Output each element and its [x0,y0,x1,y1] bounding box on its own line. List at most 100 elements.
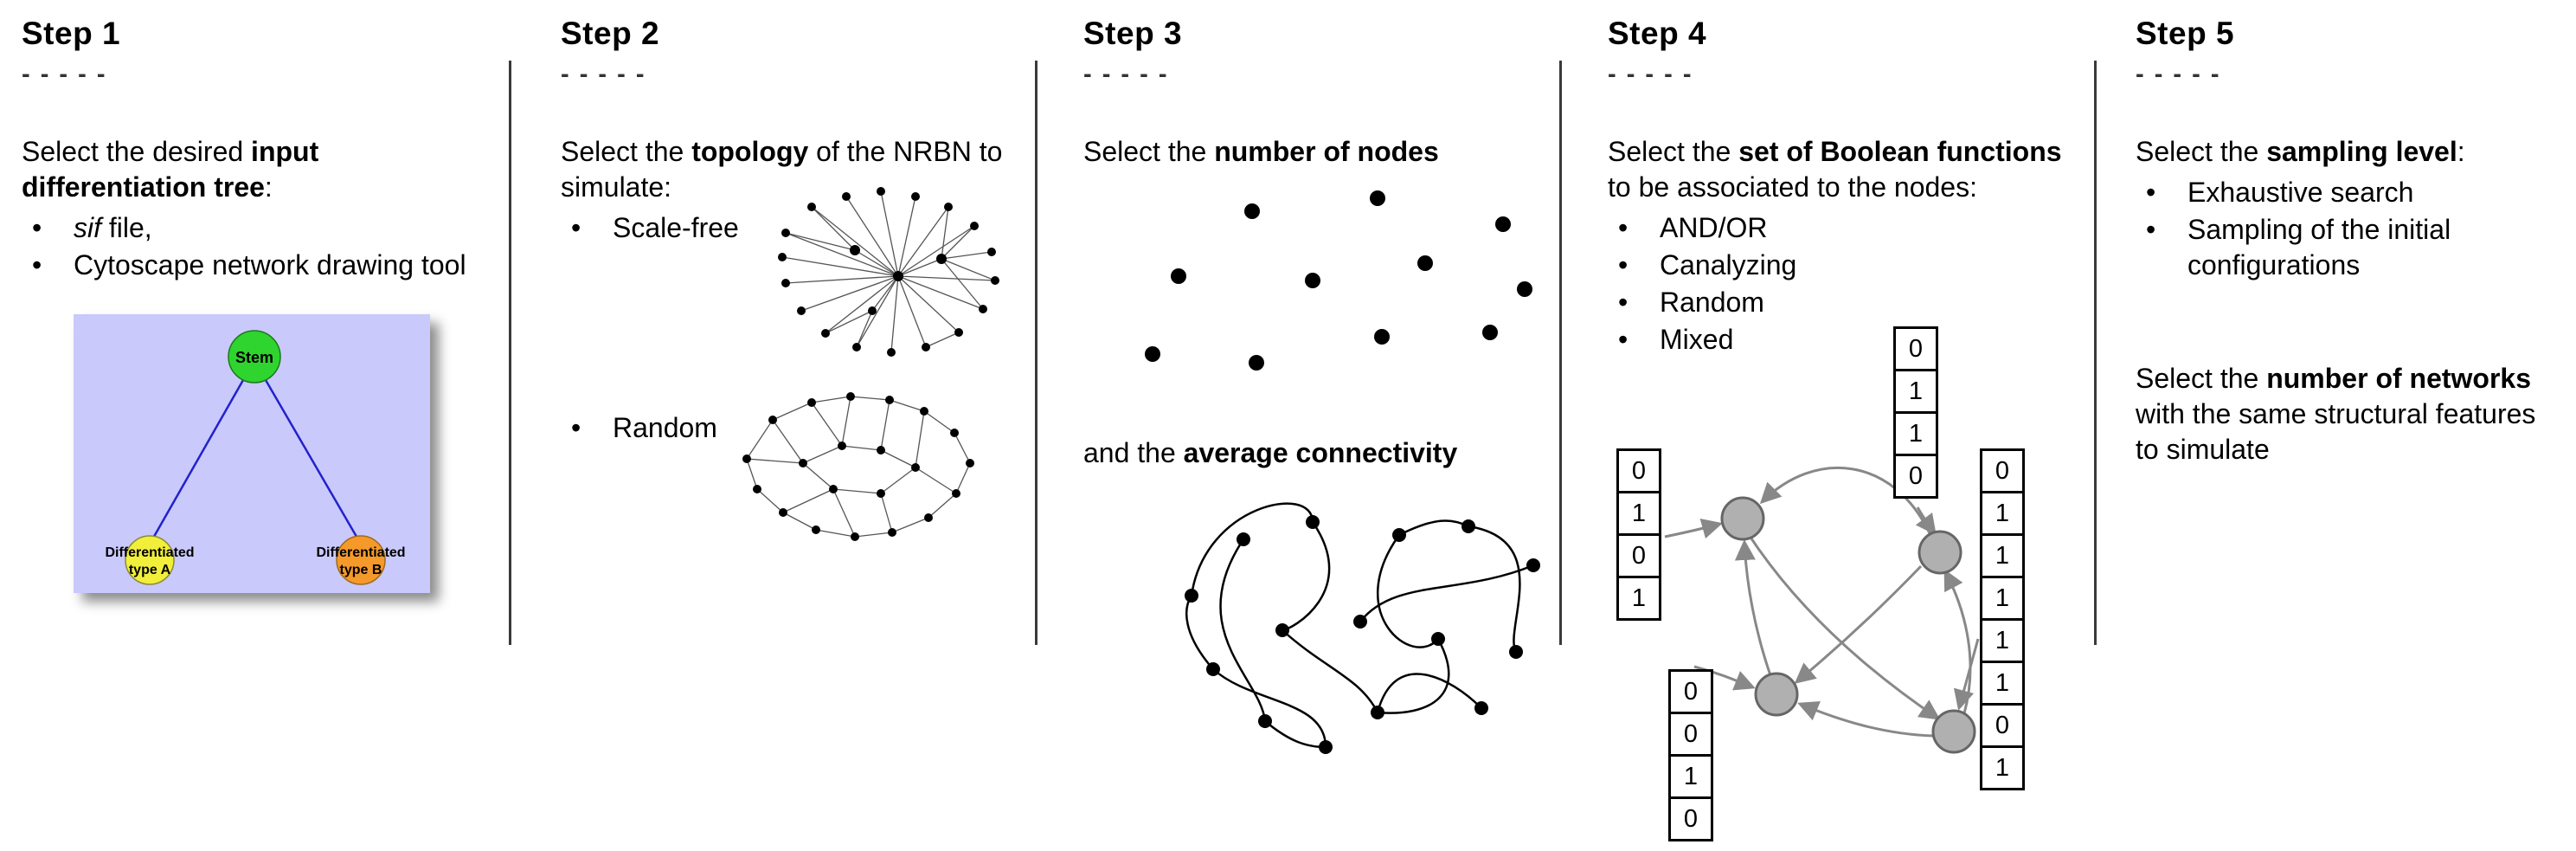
step-5-column: Step 5 - - - - - Select the sampling lev… [2136,16,2564,467]
table-cell: 1 [1980,618,2025,663]
step-3-column: Step 3 - - - - - Select the number of no… [1083,16,1551,760]
graph-arrows [1664,466,1980,738]
step-5-networks-text: Select the number of networks with the s… [2136,361,2564,467]
text-segment: Select the [1608,136,1739,167]
text-segment: : [2457,136,2465,167]
stem-node [228,330,281,384]
boolean-table-bottom-left: 0 0 1 0 [1668,669,1713,841]
bullet-marker: • [1618,286,1628,318]
bullet-marker: • [2146,213,2156,245]
column-divider-1 [509,61,511,645]
type-b-label-line1: Differentiated [316,545,405,560]
table-cell: 1 [1616,576,1661,621]
step-2-dashes: - - - - - [561,61,646,88]
step-4-bullets: • AND/OR •Canalyzing • Random • Mixed [1608,210,1893,358]
bullet-label: Scale-free [613,211,739,243]
table-cell: 1 [1980,745,2025,790]
bullet-marker: • [571,411,581,443]
text-segment-bold: sampling level [2266,136,2457,167]
bullet-item-random-functions: • Random [1618,285,1893,320]
text-segment: and the [1083,436,1184,468]
bullet-item-exhaustive: • Exhaustive search [2146,175,2564,210]
graph-nodes [1720,496,1976,754]
text-segment: Select the desired [22,136,252,167]
tree-edge-right [264,379,361,542]
text-segment-italic: sif [74,211,101,243]
bullet-label: Cytoscape network drawing tool [74,248,466,280]
text-segment: Select the [2136,362,2267,394]
bullet-item-sampling: • Sampling of the initial configurations [2146,212,2564,283]
node-dots [1145,190,1532,371]
text-segment: : [264,171,273,203]
table-cell: 1 [1980,533,2025,578]
bullet-label: Random [613,411,717,443]
table-cell: 0 [1668,712,1713,757]
table-cell: 1 [1668,754,1713,799]
table-cell: 0 [1980,703,2025,748]
table-cell: 1 [1616,491,1661,536]
step-1-intro: Select the desired input differentiation… [22,134,472,205]
step-5-intro: Select the sampling level: [2136,134,2564,170]
bullet-label: AND/OR [1660,211,1768,243]
table-cell: 0 [1668,796,1713,841]
step-4-title: Step 4 [1608,16,1707,51]
scale-free-nodes [777,186,999,357]
step-2-title: Step 2 [561,16,660,51]
step-2-bullets: • Scale-free [561,186,1019,567]
bullet-label: Exhaustive search [2187,176,2414,208]
step-1-column: Step 1 - - - - - Select the desired inpu… [22,16,472,604]
text-segment: of the NRBN to simulate: [561,136,1003,203]
type-b-label-line2: type B [340,563,382,577]
boolean-table-right: 0 1 1 1 1 1 0 1 [1980,448,2025,790]
step-2-column: Step 2 - - - - - Select the topology of … [561,16,1019,569]
text-segment-bold: set of Boolean functions [1738,136,2062,167]
text-segment: to be associated to the nodes: [1608,171,1977,203]
step-4-intro: Select the set of Boolean functions to b… [1608,134,2092,205]
graph-node-d [1931,709,1976,754]
bullet-marker: • [1618,211,1628,243]
table-cell: 0 [1616,448,1661,493]
step-1-dashes: - - - - - [22,61,107,88]
bullet-item-scale-free: • Scale-free [571,186,1019,376]
stem-node-label: Stem [235,349,273,366]
step-3-line1: Select the number of nodes [1083,134,1551,170]
bullet-marker: • [1618,323,1628,355]
boolean-table-top: 0 1 1 0 [1893,326,1938,499]
step-1-title: Step 1 [22,16,121,51]
step-1-bullets: • sif file, • Cytoscape network drawing … [22,210,472,283]
table-cell: 1 [1980,661,2025,706]
differentiated-type-b-node [336,535,386,585]
bullet-label: Mixed [1660,323,1734,355]
step-5-dashes: - - - - - [2136,61,2221,88]
nodes-dots-illustration [1145,190,1532,371]
text-segment-bold: number of nodes [1214,136,1439,167]
bullet-item-canalyzing: •Canalyzing [1618,248,1893,283]
boolean-table-left: 0 1 0 1 [1616,448,1661,621]
table-cell: 1 [1980,491,2025,536]
step-3-dashes: - - - - - [1083,61,1169,88]
bullet-item-random: • Random [571,391,1019,567]
column-divider-2 [1035,61,1037,645]
table-cell: 0 [1893,454,1938,499]
bullet-label: Sampling of the initial configurations [2187,213,2451,280]
column-divider-3 [1559,61,1562,645]
bullet-marker: • [32,211,42,243]
text-segment: Select the [2136,136,2267,167]
text-segment-bold: average connectivity [1183,436,1458,468]
connectivity-nodes [1185,514,1540,754]
bullet-label: Random [1660,286,1764,318]
graph-node-b [1918,530,1963,575]
scale-free-network-illustration [777,186,999,357]
bullet-item-mixed: • Mixed [1618,322,1893,358]
connectivity-illustration [1185,502,1540,754]
text-segment-bold: number of networks [2266,362,2532,394]
text-segment-bold: input differentiation tree [22,136,319,203]
table-cell: 0 [1668,669,1713,714]
tree-edge-left [150,379,245,542]
bullet-marker: • [2146,176,2156,208]
text-segment: file, [101,211,152,243]
bullet-item-sif-file: • sif file, [32,210,472,246]
table-cell: 1 [1980,576,2025,621]
graph-node-c [1754,672,1799,717]
boolean-network-graph-illustration [1664,466,1980,754]
